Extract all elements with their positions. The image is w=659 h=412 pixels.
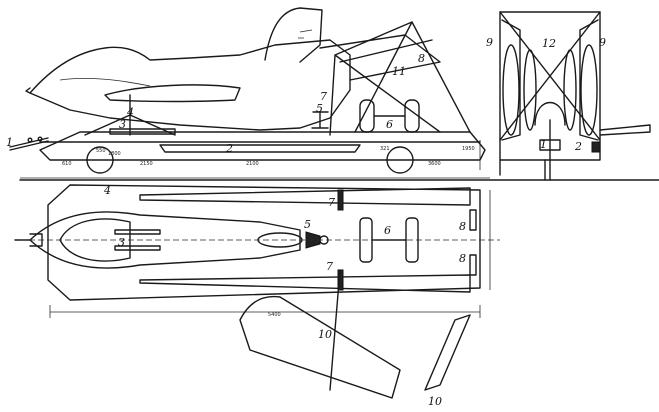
- long-beam: [159, 144, 361, 153]
- label-6-clamp: 6: [386, 118, 393, 131]
- dim-5400: 5400: [268, 312, 281, 318]
- label-8-top-upper: 8: [459, 220, 466, 233]
- label-3-top: 3: [118, 236, 125, 249]
- label-1-front: 1: [540, 138, 547, 151]
- label-8-top-lower: 8: [459, 252, 466, 265]
- ramp-plate: [319, 34, 441, 81]
- aircraft-nose: [25, 87, 31, 94]
- label-8-ramp: 8: [418, 52, 425, 65]
- front-cradle-right: [579, 19, 599, 141]
- aircraft-tail-fin: [264, 7, 323, 63]
- dim-3600: 3600: [428, 161, 441, 167]
- wheel-front-side: [86, 146, 114, 174]
- label-7-top-upper: 7: [328, 196, 335, 209]
- label-12-front: 12: [542, 37, 556, 50]
- label-6-top: 6: [384, 224, 391, 237]
- trolley-outline-top: [47, 184, 481, 301]
- aircraft-fuselage-side: [29, 39, 351, 131]
- wheel-rear-side: [386, 146, 414, 174]
- tower-truss: [329, 21, 471, 136]
- ramp-right-top: [424, 314, 471, 391]
- dim-2100: 2100: [246, 161, 259, 167]
- aircraft-wing-side: [104, 84, 241, 103]
- label-2-beam: 2: [225, 142, 233, 155]
- label-9-front-left: 9: [486, 36, 493, 49]
- label-11-truss: 11: [392, 65, 406, 78]
- beam-upper-top: [139, 187, 471, 206]
- label-9-front-right: 9: [599, 36, 606, 49]
- dim-2150: 2150: [140, 161, 153, 167]
- ramp-left-top: [239, 295, 401, 399]
- label-3-cradle: 3: [119, 118, 126, 131]
- side-view: [9, 7, 490, 179]
- trolley-frame-side: [39, 131, 486, 161]
- dim-1950: 1950: [462, 146, 475, 152]
- front-frame: [499, 11, 601, 161]
- front-cradle-left: [501, 19, 521, 141]
- front-view: [499, 11, 651, 181]
- label-10-ramp-right: 10: [428, 395, 442, 408]
- label-10-ramp-left: 10: [318, 328, 332, 341]
- label-4-top: 4: [103, 184, 111, 197]
- dim-321: 321: [380, 146, 390, 152]
- part-labels: 1 2 3 4 5 6 7 8 11 9 12 9 2 1 4 3 5 6 7 …: [6, 36, 606, 408]
- dim-610: 610: [62, 161, 72, 167]
- label-1-towbar: 1: [6, 136, 13, 149]
- label-4-skid: 4: [126, 106, 134, 119]
- front-fuselage: [534, 101, 566, 126]
- label-2-front: 2: [574, 140, 582, 153]
- label-7-top-lower: 7: [326, 260, 333, 273]
- dim-1800: 1800: [108, 151, 121, 157]
- label-7-post: 7: [320, 90, 327, 103]
- dimension-labels: 610 550 1800 2150 2100 321 1950 3600 540…: [62, 146, 475, 318]
- clamp-a: [359, 99, 375, 133]
- label-5-top: 5: [304, 218, 311, 231]
- clamp-b: [404, 99, 420, 133]
- label-5-jack: 5: [316, 102, 323, 115]
- dim-550: 550: [96, 148, 106, 154]
- top-view: [14, 184, 500, 399]
- support-jack: [311, 111, 329, 129]
